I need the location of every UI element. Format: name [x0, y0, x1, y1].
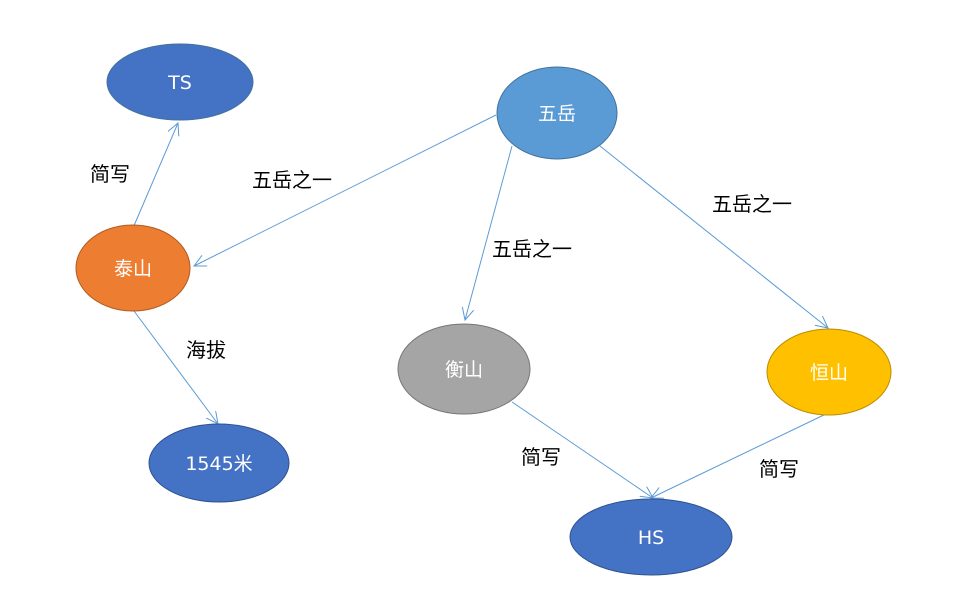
node-hengshan-heng-label: 衡山: [445, 359, 483, 381]
edge-label-wuyue-taishan: 五岳之一: [252, 168, 332, 192]
edge-label-taishan-ts: 简写: [90, 162, 130, 186]
node-altitude[interactable]: 1545米: [148, 423, 290, 503]
node-hengshan-heng2[interactable]: 恒山: [766, 328, 892, 416]
edge-wuyue-hengshan2: [599, 145, 828, 328]
node-hs-label: HS: [638, 527, 664, 549]
edge-label-hengshan2-hs: 简写: [759, 457, 799, 481]
node-wuyue-label: 五岳: [538, 103, 576, 125]
edge-label-wuyue-hengshan2: 五岳之一: [712, 192, 792, 216]
node-ts[interactable]: TS: [106, 43, 254, 121]
edge-label-hengshan-hs: 简写: [521, 445, 561, 469]
node-hs[interactable]: HS: [569, 498, 733, 576]
edge-taishan-altitude: [133, 310, 218, 424]
node-wuyue[interactable]: 五岳: [496, 66, 618, 160]
edge-label-taishan-altitude: 海拔: [186, 338, 226, 362]
node-hengshan-heng[interactable]: 衡山: [397, 323, 531, 415]
edge-wuyue-taishan: [194, 114, 497, 266]
node-taishan-label: 泰山: [114, 258, 152, 280]
edge-taishan-ts: [132, 123, 178, 229]
edge-wuyue-hengshan: [465, 145, 513, 320]
edge-hengshan-hs: [511, 401, 653, 498]
node-altitude-label: 1545米: [185, 453, 252, 475]
edge-hengshan2-hs: [651, 412, 829, 498]
node-hengshan-heng2-label: 恒山: [810, 362, 848, 384]
node-taishan[interactable]: 泰山: [75, 224, 191, 312]
edge-label-wuyue-hengshan: 五岳之一: [492, 237, 572, 261]
node-ts-label: TS: [167, 72, 192, 94]
